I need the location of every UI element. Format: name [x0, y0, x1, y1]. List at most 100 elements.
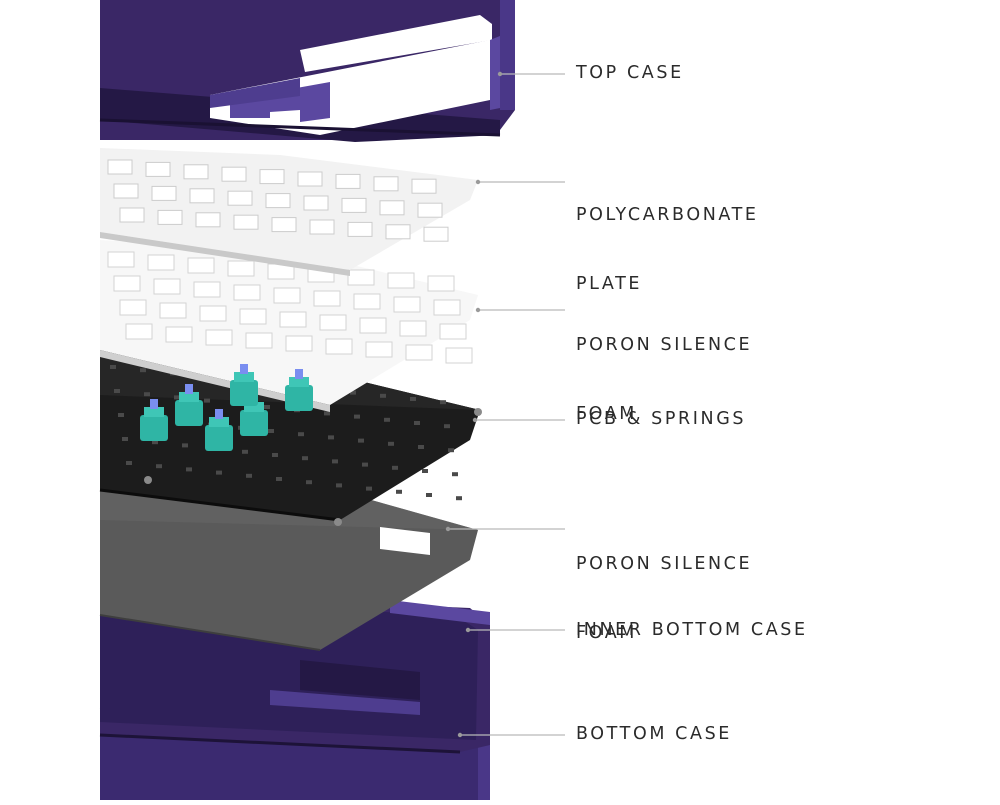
pcb-solder-pad — [332, 459, 338, 464]
plate-key-hole — [297, 171, 323, 187]
pcb-solder-pad — [122, 437, 128, 441]
foam-key-hole — [279, 311, 307, 328]
mechanical-switch — [175, 384, 203, 426]
foam-key-hole — [205, 329, 233, 346]
plate-key-hole — [145, 161, 171, 177]
pcb-solder-pad — [276, 477, 282, 481]
label-polycarbonate-plate: POLYCARBONATE PLATE — [576, 158, 759, 342]
foam-key-hole — [227, 260, 255, 277]
pcb-solder-pad — [456, 496, 462, 501]
mechanical-switch — [230, 364, 258, 406]
switches-group — [140, 364, 313, 451]
foam-key-hole — [193, 281, 221, 298]
pcb-solder-pad — [174, 395, 180, 400]
label-poron-upper-line2: FOAM — [576, 404, 638, 424]
pcb-solder-pad — [126, 461, 132, 465]
plate-key-hole — [113, 183, 139, 199]
foam-key-hole — [285, 335, 313, 352]
pcb-solder-pad — [216, 470, 222, 475]
foam-key-hole — [387, 272, 415, 289]
label-inner-bottom-case: INNER BOTTOM CASE — [576, 620, 808, 640]
label-poron-upper-line1: PORON SILENCE — [576, 335, 753, 355]
pcb-solder-pad — [114, 389, 120, 393]
pcb-solder-pad — [140, 368, 146, 373]
pcb-solder-pad — [110, 365, 116, 369]
plate-key-hole — [189, 188, 215, 204]
foam-key-hole — [399, 320, 427, 337]
pcb-solder-pad — [268, 429, 274, 433]
foam-key-hole — [319, 314, 347, 331]
label-polycarbonate-line2: PLATE — [576, 274, 643, 294]
leader-dots — [445, 71, 503, 738]
foam-key-hole — [433, 299, 461, 316]
pcb-solder-pad — [350, 390, 356, 395]
pcb-solder-pad — [204, 398, 210, 403]
pcb-solder-pad — [440, 400, 446, 405]
pcb-solder-pad — [264, 405, 270, 409]
foam-key-hole — [445, 347, 473, 364]
mechanical-switch — [140, 399, 168, 441]
foam-key-hole — [313, 290, 341, 307]
pcb-solder-pad — [182, 443, 188, 448]
plate-key-hole — [259, 169, 285, 185]
plate-key-hole — [157, 209, 183, 225]
plate-key-hole — [151, 185, 177, 201]
foam-key-hole — [119, 299, 147, 316]
foam-key-hole — [393, 296, 421, 313]
foam-key-hole — [147, 254, 175, 271]
plate-key-hole — [107, 159, 133, 175]
label-poron-lower-line2: FOAM — [576, 623, 638, 643]
pcb-solder-pad — [156, 464, 162, 469]
foam-key-hole — [359, 317, 387, 334]
plate-key-hole — [195, 212, 221, 228]
pcb-solder-pad — [422, 469, 428, 473]
pcb-solder-pad — [410, 397, 416, 401]
mechanical-switch — [285, 369, 313, 411]
pcb-solder-pad — [246, 473, 252, 478]
pcb-solder-pad — [388, 441, 394, 446]
label-poron-foam-lower: PORON SILENCE FOAM — [576, 507, 752, 691]
pcb-solder-pad — [444, 424, 450, 429]
pcb-solder-pad — [328, 435, 334, 440]
polycarbonate-plate-layer — [100, 148, 478, 276]
plate-key-hole — [233, 214, 259, 230]
pcb-solder-pad — [302, 456, 308, 461]
foam-key-hole — [199, 305, 227, 322]
pcb-solder-pad — [242, 449, 248, 454]
pcb-solder-pad — [336, 483, 342, 488]
foam-key-hole — [365, 341, 393, 358]
foam-key-hole — [239, 308, 267, 325]
foam-key-hole — [347, 269, 375, 286]
foam-key-hole — [153, 278, 181, 295]
leader-lines — [448, 73, 565, 736]
plate-key-hole — [379, 200, 405, 216]
foam-key-hole — [107, 251, 135, 268]
plate-key-hole — [119, 207, 145, 223]
pcb-solder-pad — [354, 414, 360, 419]
label-top-case: TOP CASE — [576, 63, 684, 83]
foam-key-hole — [113, 275, 141, 292]
foam-key-hole — [405, 344, 433, 361]
foam-key-hole — [245, 332, 273, 349]
plate-key-hole — [335, 173, 361, 189]
label-polycarbonate-line1: POLYCARBONATE — [576, 205, 759, 225]
pcb-solder-pad — [384, 417, 390, 422]
mechanical-switch — [205, 409, 233, 451]
foam-key-hole — [439, 323, 467, 340]
pcb-solder-pad — [186, 467, 192, 472]
foam-key-hole — [233, 284, 261, 301]
plate-key-hole — [265, 193, 291, 209]
pcb-solder-pad — [306, 480, 312, 485]
pcb-solder-pad — [426, 493, 432, 497]
foam-key-hole — [353, 293, 381, 310]
pcb-solder-pad — [324, 411, 330, 416]
foam-key-hole — [125, 323, 153, 340]
pcb-solder-pad — [418, 445, 424, 449]
pcb-solder-pad — [396, 489, 402, 494]
plate-key-hole — [183, 164, 209, 180]
label-poron-lower-line1: PORON SILENCE — [576, 554, 753, 574]
label-pcb-springs: PCB & SPRINGS — [576, 409, 747, 429]
pcb-solder-pad — [448, 448, 454, 453]
pcb-solder-pad — [392, 465, 398, 470]
